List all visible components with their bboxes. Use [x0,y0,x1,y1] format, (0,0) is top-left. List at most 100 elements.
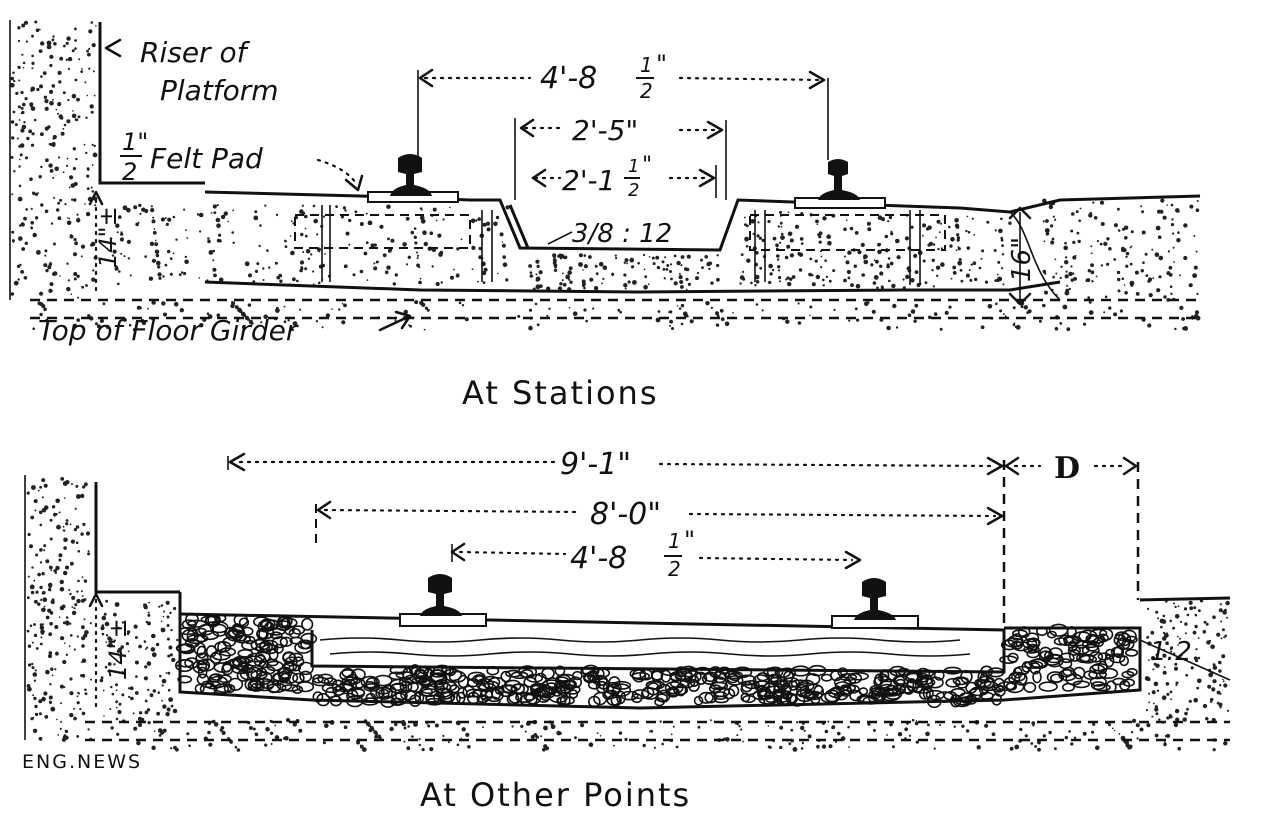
stipple-dot [685,277,689,281]
stipple-dot [1091,280,1094,283]
stipple-dot [449,206,451,209]
ballast-stone [693,695,704,706]
stipple-dot [341,302,344,305]
ballast-stone [563,684,581,695]
stipple-dot [10,76,14,81]
stipple-dot [62,91,66,95]
stipple-dot [1179,637,1181,640]
stipple-dot [413,235,417,239]
stipple-dot [292,277,296,282]
stipple-dot [673,281,678,286]
stipple-dot [895,238,900,244]
stipple-dot [29,104,33,108]
stipple-dot [335,205,338,209]
stipple-dot [1113,729,1116,732]
stipple-dot [1148,277,1153,282]
stipple-dot [275,213,279,217]
stipple-dot [922,223,927,228]
stipple-dot [38,28,41,31]
stipple-dot [481,270,487,276]
stipple-dot [1145,709,1149,712]
ballast-stone [259,618,276,630]
stipple-dot [80,493,85,499]
stipple-dot [866,301,870,304]
stipple-dot [75,525,80,529]
stipple-dot [74,507,77,510]
stipple-dot [127,650,130,653]
stipple-dot [1125,251,1130,256]
stipple-dot [31,67,34,70]
stipple-dot [1222,610,1227,615]
stipple-dot [101,615,107,621]
stipple-dot [787,281,792,287]
ballast-stone [829,669,843,682]
stipple-dot [1195,648,1198,651]
stipple-dot [116,231,119,234]
stipple-dot [940,247,943,250]
riser-label-line2: Platform [160,74,279,107]
stipple-dot [784,255,789,260]
stipple-dot [55,565,60,571]
stipple-dot [1193,265,1198,270]
stipple-dot [57,216,62,221]
stipple-dot [283,736,287,741]
stipple-dot [736,722,739,726]
stipple-dot [80,70,84,73]
ballast-stone [292,672,305,684]
stipple-dot [55,498,60,504]
stipple-dot [715,323,720,327]
stipple-dot [160,627,166,633]
stipple-dot [740,253,744,256]
stipple-dot [264,743,268,747]
ballast-stone [196,659,211,672]
stipple-dot [669,319,673,324]
ballast-stone [559,694,571,707]
stipple-dot [71,595,76,600]
stipple-dot [27,644,32,648]
stipple-dot [152,230,157,235]
stipple-dot [90,110,94,114]
stipple-dot [471,245,476,250]
stipple-dot [828,279,832,283]
stipple-dot [52,271,58,276]
stipple-dot [1070,742,1074,746]
stipple-dot [888,215,893,220]
stipple-dot [279,279,283,283]
stipple-dot [568,266,573,271]
ballast-stone [1126,667,1138,677]
stipple-dot [978,266,982,270]
stipple-dot [1059,322,1063,325]
ballast-stone [1068,648,1081,662]
ballast-stone [261,644,279,655]
stipple-dot [680,303,685,308]
ballast-stone [687,678,700,692]
stipple-dot [39,623,43,627]
ballast-stone [373,674,393,687]
stipple-dot [213,722,219,727]
ballast-stone [296,681,315,693]
stipple-dot [1192,273,1197,278]
stipple-dot [1117,289,1121,293]
stipple-dot [671,327,674,330]
stipple-dot [31,54,34,58]
gauge-dim-arrow-left [418,68,434,88]
stipple-dot [11,193,14,196]
stipple-dot [987,304,993,309]
stipple-dot [617,308,621,312]
ballast-stone [766,666,784,679]
stipple-dot [756,234,760,238]
stipple-dot [45,318,49,322]
stipple-dot [147,721,151,725]
stipple-dot [12,71,15,75]
stipple-dot [1123,740,1126,744]
stipple-dot [889,261,894,266]
stipple-dot [246,317,250,321]
stipple-dot [720,317,725,321]
stipple-dot [689,319,694,324]
stipple-dot [144,699,148,703]
stipple-dot [165,672,168,674]
stipple-dot [950,277,953,280]
stipple-dot [1183,607,1188,611]
ballast-stone [510,671,529,680]
stipple-dot [544,746,550,751]
